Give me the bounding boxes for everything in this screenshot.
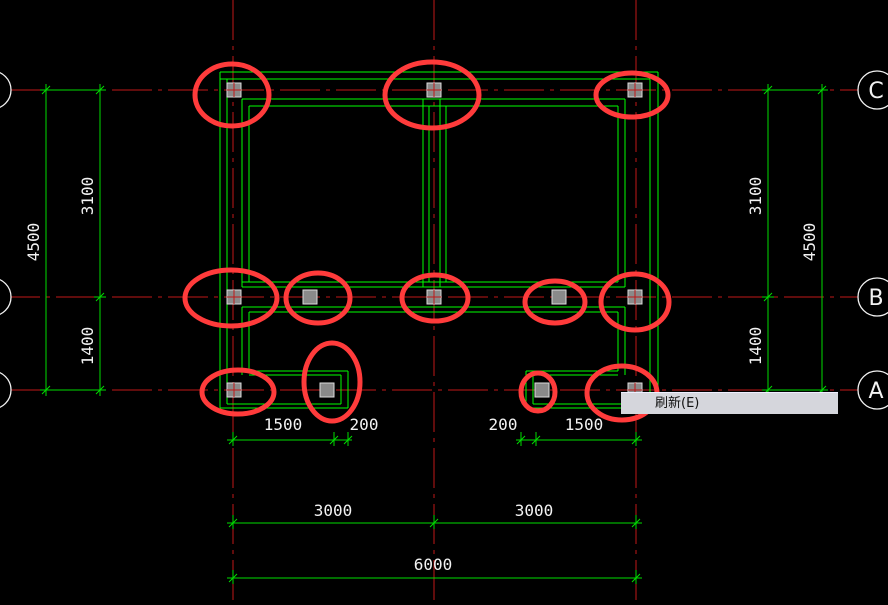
- column-b-right-mid[interactable]: [551, 289, 567, 305]
- dim-bottom-right-offset: 200: [489, 415, 518, 434]
- column-a-right-stub[interactable]: [534, 382, 550, 398]
- markup-ellipse: [522, 278, 588, 326]
- dim-bay-right: 3000: [515, 501, 554, 520]
- context-menu-refresh-item[interactable]: 刷新(E): [621, 392, 838, 414]
- markup-ellipse: [199, 367, 277, 417]
- column-crosshairs: [227, 83, 642, 397]
- markup-ellipse: [192, 61, 272, 129]
- markup-ellipse: [382, 59, 482, 131]
- dim-right-upper: 3100: [746, 177, 765, 216]
- markup-ellipse: [301, 340, 363, 424]
- dim-left-upper: 3100: [78, 177, 97, 216]
- dim-bottom-right-span: 1500: [565, 415, 604, 434]
- axis-label-b: B: [868, 286, 883, 311]
- dim-left-total: 4500: [24, 223, 43, 262]
- dim-overall: 6000: [414, 555, 453, 574]
- dim-bottom-left-span: 1500: [264, 415, 303, 434]
- beam-lines: [219, 71, 659, 409]
- column-a-left-stub[interactable]: [319, 382, 335, 398]
- markup-ellipse: [593, 70, 671, 120]
- column-b-left-mid[interactable]: [302, 289, 318, 305]
- axis-bubble-right-c: [857, 70, 888, 110]
- axis-bubbles: [0, 70, 888, 410]
- axis-labels: C B A: [868, 79, 883, 404]
- axis-bubble-left-c: [0, 72, 12, 108]
- markup-ellipses: [182, 59, 672, 424]
- axis-bubble-left-a: [0, 372, 12, 408]
- context-menu-refresh-label: 刷新(E): [655, 396, 700, 411]
- axis-label-c: C: [868, 79, 883, 104]
- dimension-texts: 4500 3100 1400 3100 4500 1400 1500 200 2…: [24, 177, 819, 574]
- dim-bay-left: 3000: [314, 501, 353, 520]
- dim-left-lower: 1400: [78, 327, 97, 366]
- markup-ellipse: [399, 272, 471, 324]
- axis-bubble-right-b: [857, 277, 888, 317]
- axis-label-a: A: [868, 379, 883, 404]
- markup-ellipse: [182, 267, 280, 329]
- markup-ellipse: [518, 370, 558, 414]
- markup-ellipse: [598, 271, 672, 333]
- dim-right-total: 4500: [800, 223, 819, 262]
- axis-bubble-left-b: [0, 279, 12, 315]
- dimension-lines: [40, 84, 828, 584]
- dim-bottom-left-offset: 200: [350, 415, 379, 434]
- axis-bubble-right-a: [857, 370, 888, 410]
- markup-ellipse: [283, 270, 353, 326]
- dim-right-lower: 1400: [746, 327, 765, 366]
